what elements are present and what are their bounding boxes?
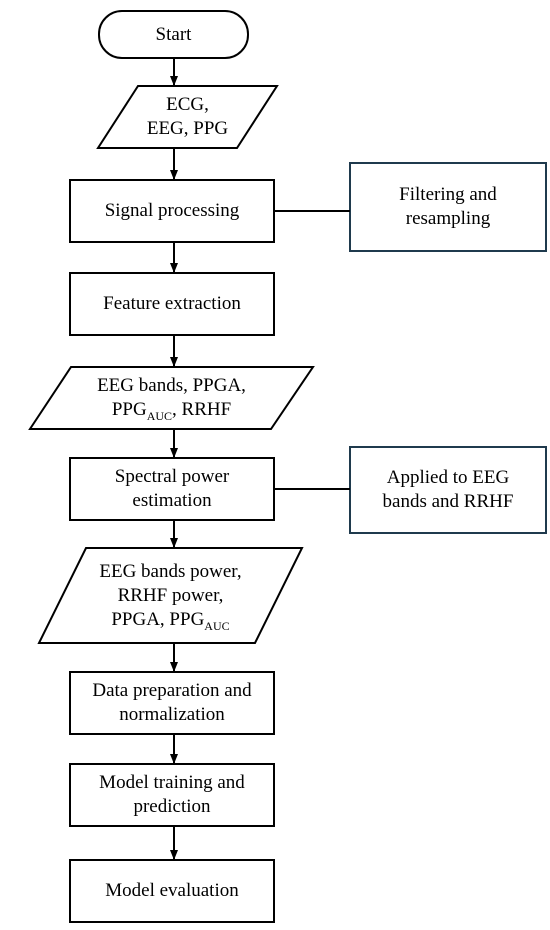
spectral-power-box <box>69 457 275 521</box>
input-signals-shape <box>96 85 279 149</box>
start-terminator <box>98 10 249 59</box>
filtering-note-box <box>349 162 547 252</box>
model-training-box <box>69 763 275 827</box>
power-features-shape <box>37 547 304 644</box>
model-evaluation-box <box>69 859 275 923</box>
features-shape <box>28 366 315 430</box>
signal-processing-box <box>69 179 275 243</box>
data-preparation-box <box>69 671 275 735</box>
feature-extraction-box <box>69 272 275 336</box>
spectral-note-box <box>349 446 547 534</box>
